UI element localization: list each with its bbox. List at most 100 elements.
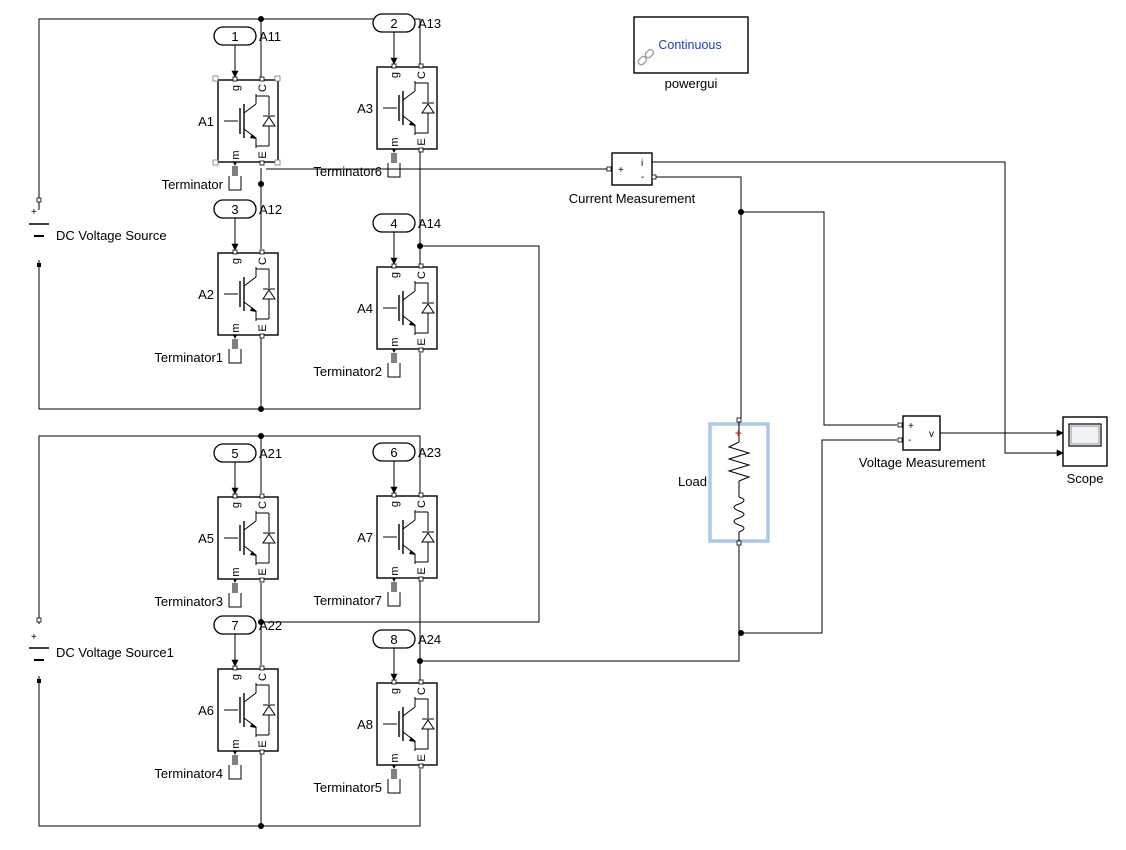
terminator-label: Terminator6 [313,164,382,179]
powergui-label: powergui [665,76,718,91]
terminator-label: Terminator5 [313,780,382,795]
gate-input-4[interactable]: 4 [372,213,416,233]
pin-c-label: C [416,71,428,79]
block-label: A2 [198,287,214,302]
node-label: A12 [259,202,282,217]
terminator-a3[interactable]: Terminator6 [313,153,401,179]
igbt-symbol-a1 [217,76,279,167]
link-icon [637,48,655,66]
gate-input-3[interactable]: 3 [213,199,257,219]
pin-c-label: C [257,84,269,92]
pin-c-label: C [416,271,428,279]
pin-c-label: C [416,687,428,695]
pin-m-label: m [389,337,401,346]
scope-label: Scope [1067,471,1104,486]
terminator-label: Terminator1 [154,350,223,365]
scope-block[interactable]: Scope [1062,416,1108,486]
node-label: A14 [418,216,441,231]
block-label: A6 [198,703,214,718]
terminator-label: Terminator3 [154,594,223,609]
voltage-measurement-label: Voltage Measurement [859,455,986,470]
gate-number: 3 [231,202,238,217]
gate-input-8[interactable]: 8 [372,629,416,649]
pin-g-label: g [389,72,401,78]
pin-e-label: E [416,567,428,574]
pin-e-label: E [257,151,269,158]
current-out-port: i [641,158,643,169]
pin-m-label: m [389,566,401,575]
igbt-symbol-a7 [376,492,438,583]
pin-e-label: E [257,740,269,747]
dc-voltage-source-1[interactable]: + DC Voltage Source1 [29,617,174,683]
voltage-minus-port: - [908,435,911,446]
pin-c-label: C [257,501,269,509]
terminator-a1[interactable]: Terminator [162,166,242,192]
pin-m-label: m [230,567,242,576]
block-label: A4 [357,301,373,316]
gate-number: 7 [231,618,238,633]
gate-number: 1 [231,29,238,44]
svg-text:+: + [31,207,37,218]
terminator-label: Terminator [162,177,224,192]
pin-g-label: g [389,272,401,278]
dc-source-label: DC Voltage Source [56,228,167,243]
node-label: A21 [259,446,282,461]
node-label: A24 [418,632,441,647]
junction-dots [258,16,744,829]
gate-input-5[interactable]: 5 [213,443,257,463]
svg-text:+: + [735,428,741,440]
powergui-block[interactable]: Continuous powergui [633,16,749,91]
igbt-symbol-a2 [217,249,279,340]
block-label: A8 [357,717,373,732]
pin-e-label: E [416,138,428,145]
voltage-measurement[interactable]: + - v Voltage Measurement [859,415,986,470]
gate-input-2[interactable]: 2 [372,13,416,33]
terminator-a4[interactable]: Terminator2 [313,353,401,379]
block-label: A5 [198,531,214,546]
powergui-mode: Continuous [658,38,721,52]
terminator-a7[interactable]: Terminator7 [313,582,401,608]
block-label: A1 [198,114,214,129]
igbt-symbol-a6 [217,665,279,756]
terminator-a5[interactable]: Terminator3 [154,583,242,609]
load-block[interactable]: + Load [678,417,770,546]
dc-voltage-source[interactable]: + DC Voltage Source [29,197,167,267]
current-measurement[interactable]: + i - Current Measurement [569,152,696,206]
gate-number: 6 [390,445,397,460]
terminator-label: Terminator2 [313,364,382,379]
gate-input-1[interactable]: 1 [213,26,257,46]
node-label: A11 [259,29,281,44]
current-measurement-label: Current Measurement [569,191,696,206]
gate-input-7[interactable]: 7 [213,615,257,635]
terminator-a8[interactable]: Terminator5 [313,769,401,795]
dc-source-1-label: DC Voltage Source1 [56,645,174,660]
gate-number: 4 [390,216,397,231]
block-label: A3 [357,101,373,116]
terminator-label: Terminator7 [313,593,382,608]
gate-number: 8 [390,632,397,647]
terminator-a2[interactable]: Terminator1 [154,339,242,365]
svg-text:+: + [31,632,37,643]
pin-m-label: m [389,753,401,762]
block-label: A7 [357,530,373,545]
current-plus-port: + [618,165,624,176]
pin-c-label: C [257,673,269,681]
voltage-out-port: v [929,429,934,440]
pin-g-label: g [230,85,242,91]
terminator-a6[interactable]: Terminator4 [154,755,242,781]
pin-e-label: E [257,324,269,331]
igbt-symbol-a8 [376,679,438,770]
load-label: Load [678,474,707,489]
current-minus-port: - [641,172,644,183]
gate-input-6[interactable]: 6 [372,442,416,462]
